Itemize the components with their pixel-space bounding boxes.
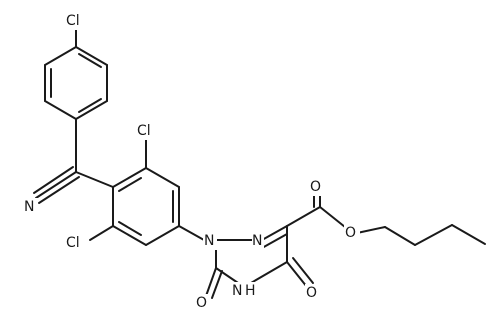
atom-cl-left: Cl	[66, 235, 80, 251]
atom-n-ring-1: N	[204, 233, 214, 249]
atom-n-ring-2: N	[252, 233, 262, 249]
atom-n-nitrile: N	[24, 199, 34, 215]
atom-o-ester: O	[345, 225, 356, 241]
atom-o-right: O	[306, 285, 317, 301]
butyl-ester-group	[286, 194, 486, 246]
atom-o-left: O	[196, 295, 207, 311]
atom-o-carbonyl: O	[310, 179, 321, 195]
atom-cl-top: Cl	[66, 13, 80, 29]
cyanomethyl-group	[33, 118, 114, 204]
chlorophenyl-ring	[44, 29, 108, 120]
atom-n-ring-nh: N	[232, 283, 242, 299]
dichlorophenyl-ring	[89, 139, 205, 246]
atom-cl-right: Cl	[137, 123, 151, 139]
atom-h-ring: H	[245, 283, 256, 299]
atom-labels: Cl Cl Cl N N N N H O O O O	[22, 12, 360, 312]
